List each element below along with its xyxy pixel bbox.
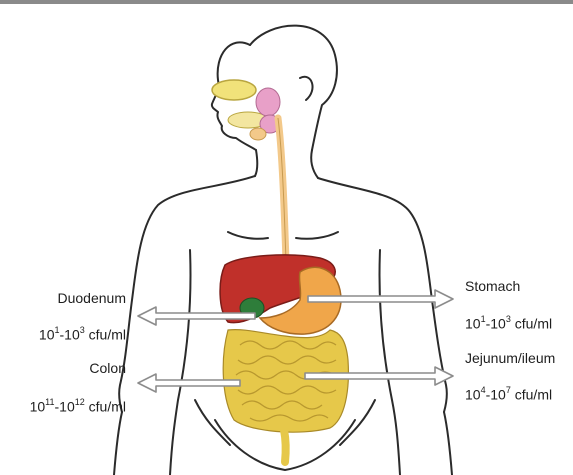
left-arm-inner: [170, 250, 191, 475]
salivary-gland-parotid: [256, 88, 280, 116]
chest-line-left: [228, 232, 268, 239]
label-colon-count: 1011-1012 cfu/ml: [30, 395, 126, 415]
label-duodenum-name: Duodenum: [58, 290, 127, 306]
label-stomach-name: Stomach: [465, 278, 520, 294]
neck-right: [311, 150, 318, 178]
ear-outline: [300, 77, 313, 100]
right-arm-inner: [380, 250, 401, 475]
colon: [223, 330, 348, 433]
neck-left: [255, 150, 257, 176]
left-arm-outer: [114, 412, 122, 475]
label-jejunum-name: Jejunum/ileum: [465, 350, 555, 366]
label-jejunum-count: 104-107 cfu/ml: [465, 383, 552, 403]
waist-left: [195, 400, 230, 445]
nasal-cavity: [212, 80, 256, 100]
intestines: [223, 330, 348, 462]
chest-line-right: [296, 232, 338, 239]
rectum: [284, 430, 286, 462]
label-duodenum-count: 101-103 cfu/ml: [39, 323, 126, 343]
waist-right: [340, 400, 375, 445]
label-stomach-count: 101-103 cfu/ml: [465, 312, 552, 332]
pharynx-blob: [250, 128, 266, 140]
right-arm-outer: [444, 412, 452, 475]
label-colon-name: Colon: [89, 360, 126, 376]
